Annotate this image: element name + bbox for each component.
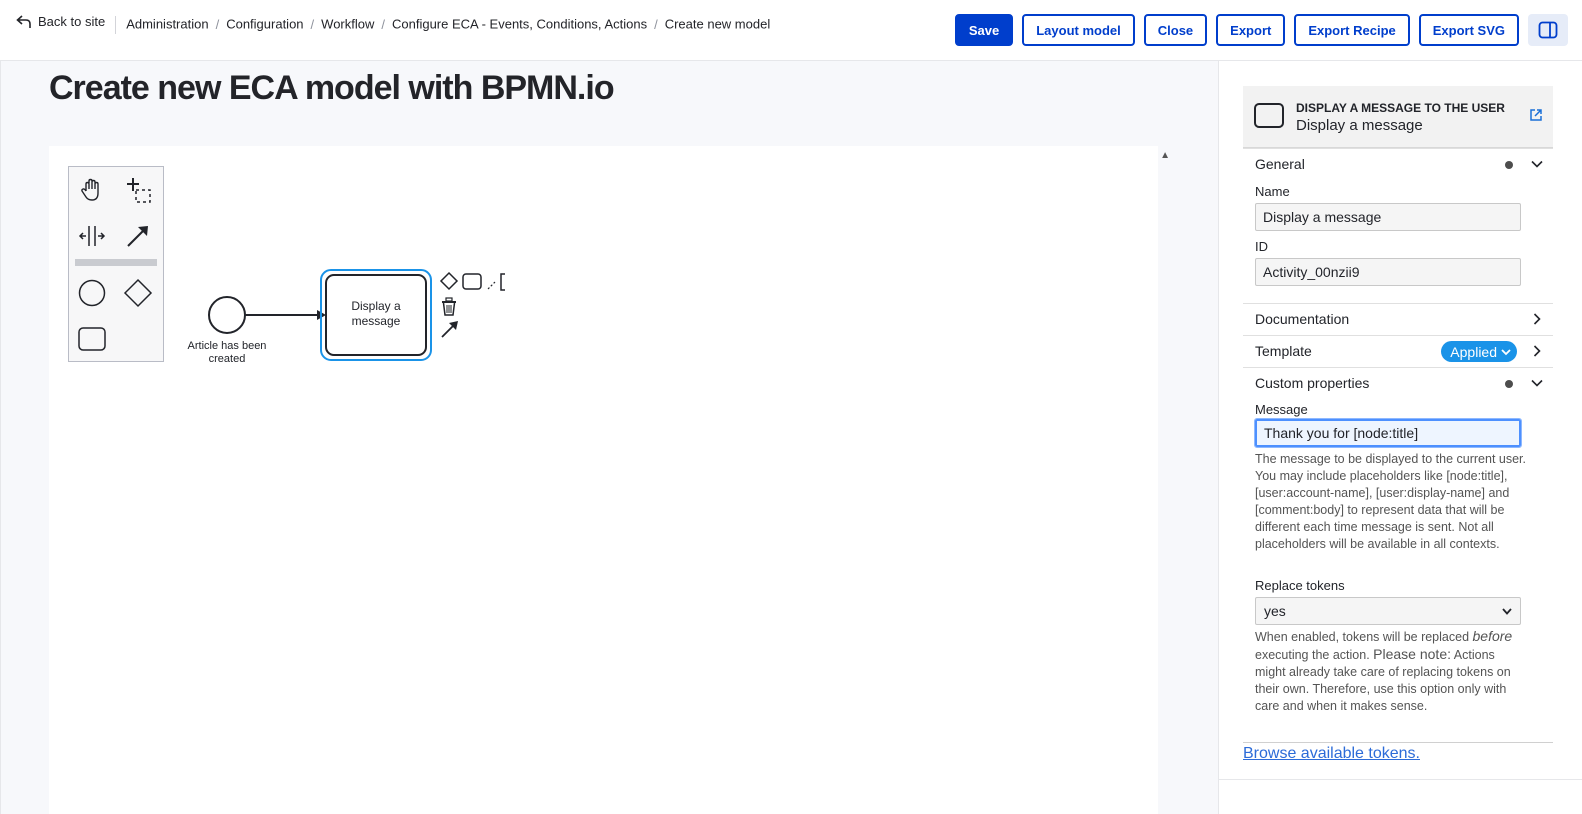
help-part-2: executing the action. [1255,648,1370,662]
scroll-up-icon[interactable]: ▲ [1160,150,1170,161]
name-label: Name [1255,184,1290,199]
help-part-1: When enabled, tokens will be replaced [1255,630,1470,644]
lasso-tool-icon[interactable] [120,172,156,208]
badge-label: Applied [1450,343,1497,360]
element-type: DISPLAY A MESSAGE TO THE USER [1296,101,1505,115]
breadcrumb-workflow[interactable]: Workflow [321,16,375,32]
breadcrumb-divider [115,16,117,35]
status-dot [1505,380,1513,388]
display-message-task[interactable] [325,274,427,356]
general-group-title: General [1255,156,1305,172]
breadcrumb-administration[interactable]: Administration [126,16,209,32]
append-gateway-icon[interactable] [439,271,459,291]
gateway-tool-icon[interactable] [120,275,156,311]
custom-properties-group: Custom properties [1243,367,1553,398]
task-label: Display a [351,299,401,313]
message-field[interactable]: Thank you for [node:title] [1254,418,1522,448]
message-help-text: The message to be displayed to the curre… [1255,452,1526,551]
start-event-tool-icon[interactable] [74,275,110,311]
append-task-icon[interactable] [462,273,482,290]
back-arrow-icon [16,14,31,28]
delete-icon[interactable] [442,297,456,316]
general-group-header[interactable]: General [1243,148,1553,179]
breadcrumb: Back to site Administration/Configuratio… [16,8,786,38]
status-dot [1505,161,1513,169]
bpmn-canvas[interactable]: ▲ [49,146,1170,814]
append-annotation-icon[interactable] [487,273,505,291]
task-label-2: message [352,314,401,328]
connect-icon[interactable] [441,321,458,338]
external-link-icon[interactable] [1529,108,1543,127]
custom-properties-header[interactable]: Custom properties [1243,367,1553,398]
chevron-down-icon [1501,348,1511,355]
action-buttons: Save Layout model Close Export Export Re… [954,14,1568,46]
browse-tokens-link[interactable]: Browse available tokens. [1243,742,1553,763]
breadcrumb-configure-eca[interactable]: Configure ECA - Events, Conditions, Acti… [392,16,648,32]
start-event-label-2: created [209,353,246,365]
space-tool-icon[interactable] [74,218,110,254]
export-button[interactable]: Export [1216,14,1286,46]
name-field[interactable]: Display a message [1255,203,1521,231]
main-content: Create new ECA model with BPMN.io ▲ [0,61,1218,814]
toggle-sidebar-button[interactable] [1528,14,1568,46]
id-field[interactable]: Activity_00nzii9 [1255,258,1521,286]
task-tool-icon[interactable] [74,321,110,357]
chevron-right-icon [1533,345,1541,357]
page-title: Create new ECA model with BPMN.io [49,69,615,107]
documentation-group-header[interactable]: Documentation [1243,303,1553,334]
chevron-down-icon [1531,160,1543,168]
panel-bottom-divider [1219,779,1582,780]
id-label: ID [1255,239,1268,254]
breadcrumb-current: Create new model [664,16,771,32]
close-button[interactable]: Close [1143,14,1208,46]
template-group-title: Template [1255,343,1312,359]
back-to-site-label: Back to site [38,14,106,29]
hand-tool-icon[interactable] [74,172,110,208]
help-part-3: Actions might already take care of repla… [1255,648,1511,713]
element-name: Display a message [1296,117,1423,134]
layout-model-button[interactable]: Layout model [1022,14,1135,46]
help-emphasis: before [1472,628,1513,644]
element-header: DISPLAY A MESSAGE TO THE USER Display a … [1243,86,1553,148]
breadcrumb-configuration[interactable]: Configuration [226,16,304,32]
back-to-site-link[interactable]: Back to site [16,8,105,35]
message-label: Message [1255,402,1308,417]
sequence-flow[interactable] [245,310,326,320]
documentation-group: Documentation [1243,303,1553,334]
template-applied-badge[interactable]: Applied [1441,341,1517,362]
replace-tokens-label: Replace tokens [1255,578,1345,593]
documentation-group-title: Documentation [1255,311,1350,327]
palette-separator [75,259,157,266]
custom-properties-title: Custom properties [1255,375,1370,391]
bpmn-diagram: Article has been created Display a messa… [188,269,505,365]
properties-panel: DISPLAY A MESSAGE TO THE USER Display a … [1218,61,1582,814]
general-group: General [1243,148,1553,179]
start-event[interactable] [208,296,246,334]
export-recipe-button[interactable]: Export Recipe [1294,14,1410,46]
template-group: Template Applied [1243,335,1553,366]
template-group-header[interactable]: Template Applied [1243,335,1553,366]
top-toolbar: Back to site Administration/Configuratio… [0,0,1582,61]
task-shape-icon [1254,103,1284,128]
export-svg-button[interactable]: Export SVG [1418,14,1519,46]
connect-tool-icon[interactable] [120,218,156,254]
tool-palette [68,166,164,362]
task-selection-outline [320,269,432,361]
chevron-right-icon [1533,313,1541,325]
sidebar-toggle-icon [1538,21,1558,39]
replace-tokens-help: When enabled, tokens will be replaced be… [1255,628,1527,715]
replace-tokens-select[interactable]: yes [1255,597,1521,625]
save-button[interactable]: Save [954,14,1014,46]
chevron-down-icon [1502,607,1512,615]
replace-tokens-value: yes [1264,603,1286,619]
start-event-label: Article has been [188,340,267,352]
context-pad [439,271,505,338]
help-note: Please note: [1373,646,1451,662]
chevron-down-icon [1531,379,1543,387]
